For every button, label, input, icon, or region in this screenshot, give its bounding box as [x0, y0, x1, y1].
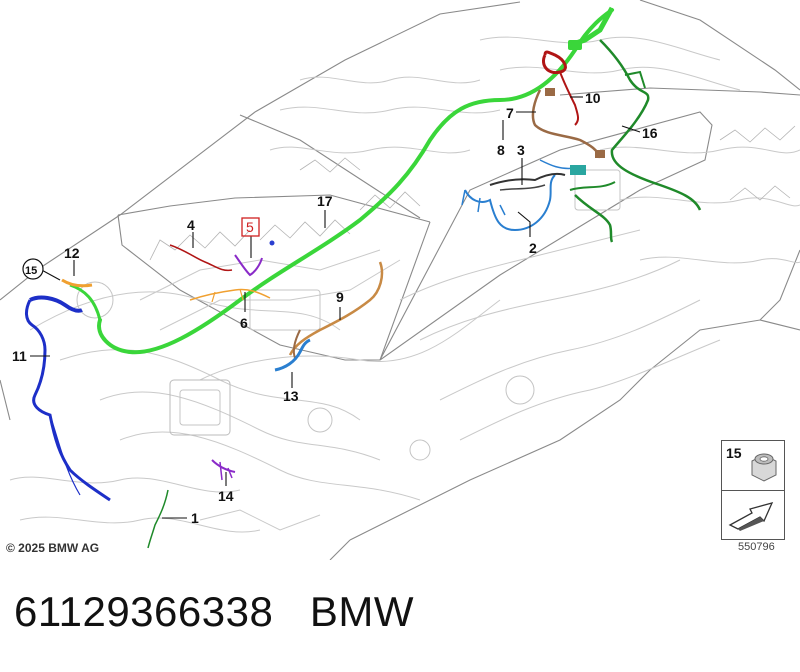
- harness-3-grey: [489, 165, 586, 191]
- car-body-outline: [0, 0, 800, 560]
- callout-7: 7: [506, 105, 514, 121]
- harness-14-purple: [211, 459, 236, 481]
- callout-8: 8: [497, 142, 505, 158]
- callout-15-circle: [22, 258, 44, 280]
- callout-13: 13: [283, 388, 299, 404]
- harness-4-red: [169, 244, 233, 272]
- part-number-title: 61129366338 BMW: [14, 588, 414, 636]
- leader-lines: [30, 96, 641, 519]
- harness-9-brown: [288, 261, 384, 359]
- harness-5-purple: [234, 240, 275, 277]
- callout-1: 1: [191, 510, 199, 526]
- callout-2: 2: [529, 240, 537, 256]
- harness-17-green: [69, 6, 615, 355]
- harness-1-green: [147, 489, 169, 549]
- wiring-harness-diagram: 1 2 3 4 5 6 7 8 9 10 11 12 13 14 15 16 1…: [0, 0, 800, 560]
- callout-labels: 1 2 3 4 5 6 7 8 9 10 11 12 13 14 15 16 1…: [12, 90, 658, 526]
- harness-16-dark-green: [569, 39, 702, 243]
- callout-9: 9: [336, 289, 344, 305]
- harness-7-brown: [531, 88, 605, 159]
- harness-2-blue: [461, 159, 576, 232]
- copyright-text: © 2025 BMW AG: [6, 541, 100, 555]
- callout-15: 15: [25, 265, 37, 277]
- callout-4: 4: [187, 217, 195, 233]
- callout-3: 3: [517, 142, 525, 158]
- callout-16: 16: [642, 125, 658, 141]
- legend-box: 15: [721, 440, 785, 540]
- diagram-number: 550796: [738, 541, 775, 553]
- background-wiring: [9, 36, 800, 533]
- callout-10: 10: [585, 90, 601, 106]
- harness-10-red: [542, 50, 579, 126]
- callout-11: 11: [12, 348, 27, 364]
- callout-5-box: [241, 217, 260, 237]
- part-number: 61129366338: [14, 588, 274, 635]
- direction-arrow-icon: [728, 502, 774, 531]
- callout-14: 14: [218, 488, 234, 504]
- legend-item-number: 15: [726, 445, 742, 461]
- legend-item-15: 15: [722, 441, 784, 491]
- callout-12: 12: [64, 245, 80, 261]
- nut-icon: [751, 453, 777, 482]
- harness-13-blue: [274, 338, 311, 372]
- harness-6-orange: [189, 288, 271, 303]
- callout-5: 5: [246, 219, 254, 235]
- brand-name: BMW: [309, 588, 414, 635]
- callout-6: 6: [240, 315, 248, 331]
- harness-12-orange: [61, 278, 93, 288]
- callout-17: 17: [317, 193, 333, 209]
- harness-11-navy: [25, 295, 111, 502]
